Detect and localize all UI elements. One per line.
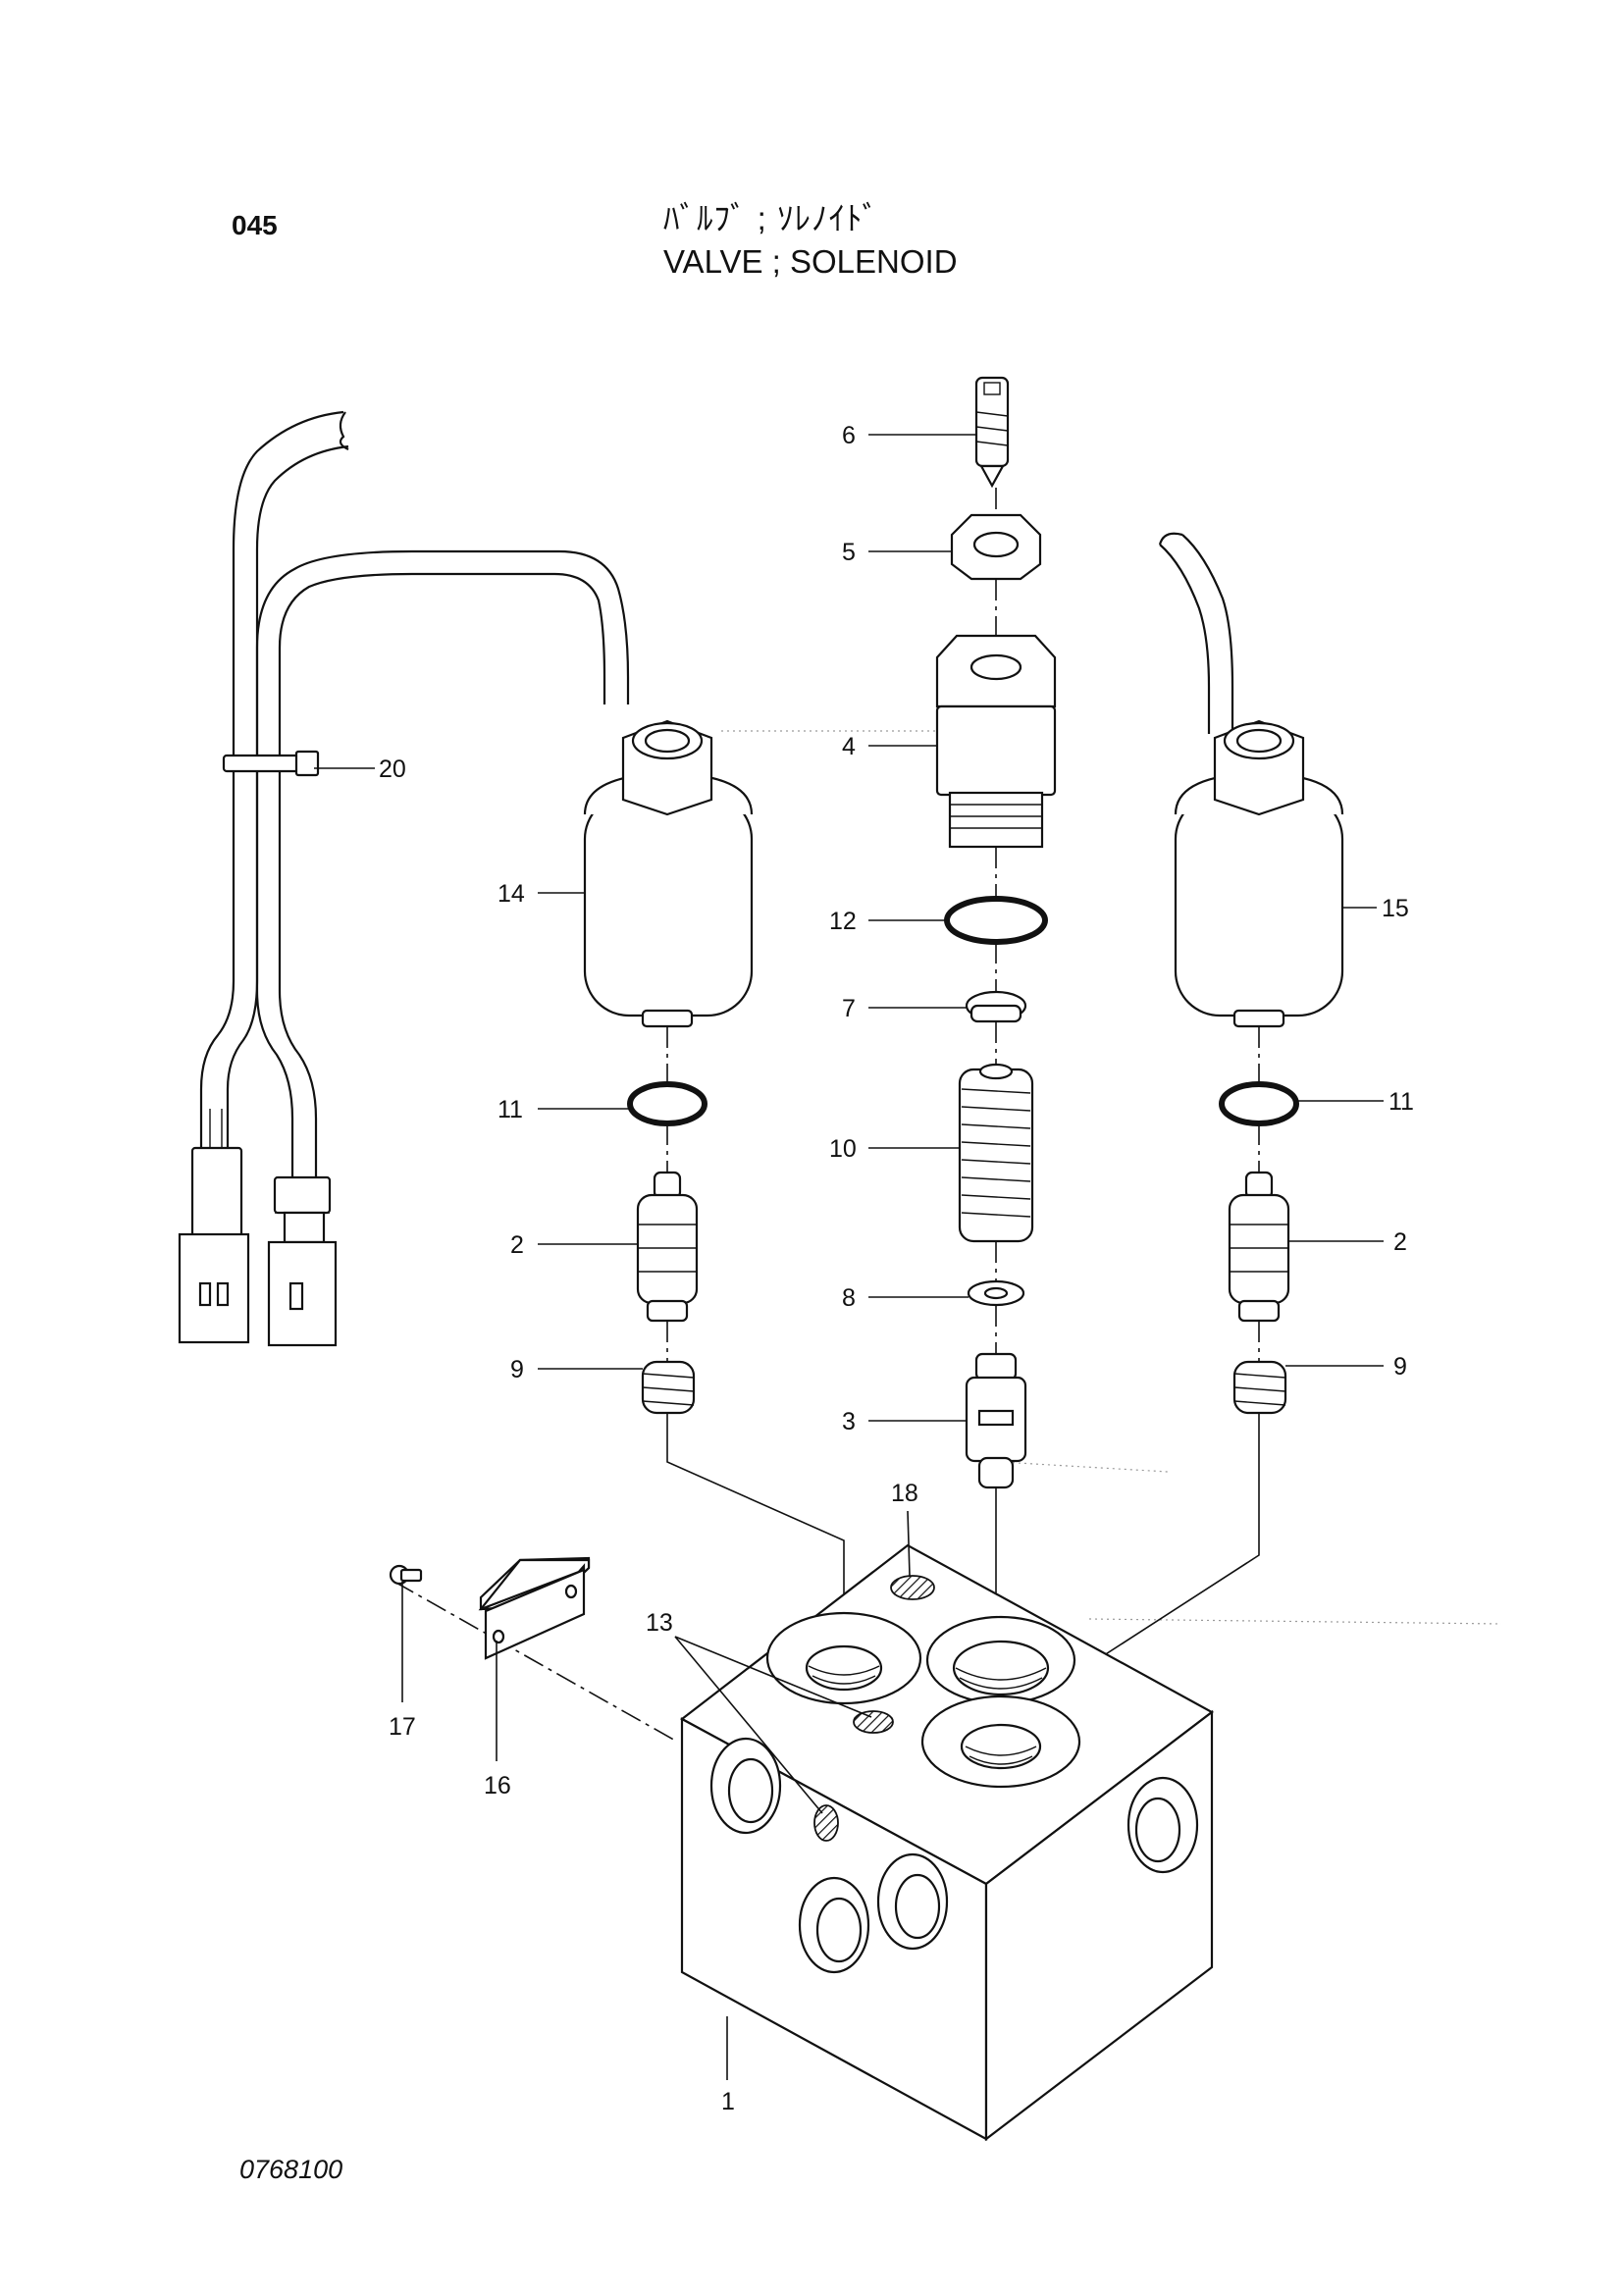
callout-7: 7 bbox=[842, 995, 856, 1022]
callout-11-right: 11 bbox=[1388, 1088, 1414, 1116]
callout-14: 14 bbox=[498, 880, 525, 908]
name-plate-16 bbox=[478, 1556, 591, 1660]
callout-8: 8 bbox=[842, 1284, 856, 1312]
callout-2-right: 2 bbox=[1393, 1228, 1407, 1256]
callout-1: 1 bbox=[721, 2088, 735, 2115]
callout-15: 15 bbox=[1382, 895, 1409, 922]
center-stack bbox=[935, 376, 1057, 1489]
callout-16: 16 bbox=[484, 1772, 511, 1799]
solenoid-left-14 bbox=[583, 719, 754, 1028]
callout-4: 4 bbox=[842, 733, 856, 760]
callout-3: 3 bbox=[842, 1408, 856, 1435]
title-japanese: ﾊﾞﾙﾌﾞ ; ｿﾚﾉｲﾄﾞ bbox=[663, 200, 880, 236]
right-solenoid-cable bbox=[1158, 532, 1234, 734]
callout-20: 20 bbox=[379, 756, 406, 783]
callout-9-left: 9 bbox=[510, 1356, 524, 1383]
page-number: 045 bbox=[232, 210, 278, 240]
callout-11-left: 11 bbox=[498, 1096, 523, 1123]
callout-9-right: 9 bbox=[1393, 1353, 1407, 1381]
drawing-number: 0768100 bbox=[239, 2155, 343, 2184]
callout-10: 10 bbox=[829, 1135, 857, 1163]
callout-numbers: 6 5 4 12 7 10 8 3 14 11 2 9 15 11 2 9 20… bbox=[379, 422, 1414, 2115]
title-english: VALVE ; SOLENOID bbox=[663, 243, 958, 280]
valve-block-1 bbox=[679, 1543, 1215, 2142]
reference-lines bbox=[721, 730, 1502, 1625]
callout-18: 18 bbox=[891, 1480, 918, 1507]
callout-leaders bbox=[314, 434, 1384, 2080]
right-spool-parts bbox=[1219, 1081, 1299, 1415]
callout-12: 12 bbox=[829, 908, 857, 935]
callout-6: 6 bbox=[842, 422, 856, 449]
callout-5: 5 bbox=[842, 539, 856, 566]
solenoid-right-15 bbox=[1174, 719, 1344, 1028]
assembly-center-lines bbox=[393, 488, 1260, 1743]
callout-13: 13 bbox=[646, 1609, 673, 1637]
screw-17 bbox=[389, 1564, 423, 1586]
wiring-harness bbox=[178, 410, 630, 1347]
callout-2-left: 2 bbox=[510, 1231, 524, 1259]
callout-17: 17 bbox=[389, 1713, 416, 1741]
left-spool-parts bbox=[627, 1081, 707, 1415]
